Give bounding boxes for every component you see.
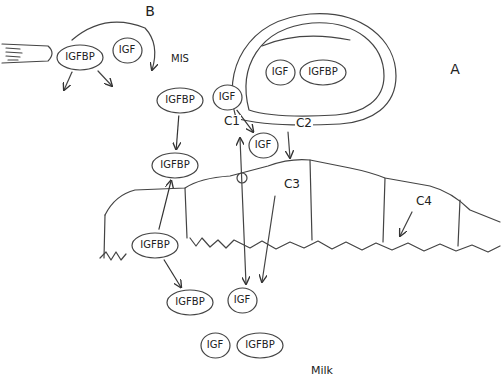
part-label: B	[144, 4, 156, 19]
oval-shape	[57, 45, 103, 70]
vesicle	[237, 173, 247, 183]
oval-shape	[237, 333, 283, 358]
flow-arrow	[176, 115, 179, 149]
part-label: A	[449, 62, 461, 77]
gland-lobe	[262, 36, 350, 46]
oval-shape	[213, 85, 242, 110]
transport-arrow	[288, 132, 290, 158]
flow-arrow	[159, 180, 171, 229]
molecule-oval: IGFBP	[156, 87, 204, 114]
molecule-name: IGF	[227, 294, 258, 306]
molecule-oval: IGF	[248, 132, 279, 159]
molecule-oval: IGF	[265, 59, 296, 86]
transport-arrow	[240, 138, 246, 284]
part-label: C3	[283, 178, 301, 191]
oval-shape	[167, 290, 213, 315]
molecule-name: IGFBP	[156, 94, 204, 106]
molecule-oval: IGF	[212, 84, 243, 111]
molecule-oval: IGF	[227, 287, 258, 314]
flow-arrow	[64, 72, 72, 90]
molecule-oval: IGFBP	[151, 152, 199, 179]
hand-lines	[6, 48, 22, 60]
oval-shape	[266, 60, 295, 85]
molecule-name: IGF	[112, 44, 143, 56]
gland-outline	[232, 14, 396, 125]
molecule-name: IGF	[200, 339, 231, 351]
part-label: Milk	[310, 365, 334, 377]
microvilli	[100, 252, 126, 260]
molecule-oval: IGF	[112, 37, 143, 64]
oval-shape	[228, 288, 257, 313]
oval-shape	[300, 60, 346, 85]
molecule-oval: IGFBP	[166, 289, 214, 316]
transport-arrow	[400, 212, 412, 236]
oval-shape	[152, 153, 198, 178]
oval-shape	[249, 133, 278, 158]
molecule-name: IGF	[248, 139, 279, 151]
molecule-name: IGF	[212, 91, 243, 103]
part-label: C4	[415, 195, 433, 208]
transport-arrow	[262, 196, 275, 282]
molecule-name: IGFBP	[236, 339, 284, 351]
molecule-oval: IGFBP	[236, 332, 284, 359]
flow-arrow	[164, 259, 181, 287]
epithelium-apical	[105, 160, 500, 222]
molecule-oval: IGFBP	[56, 44, 104, 71]
oval-shape	[132, 233, 178, 258]
molecule-name: IGFBP	[56, 51, 104, 63]
part-label: C1	[223, 115, 241, 128]
oval-shape	[113, 38, 142, 63]
molecule-name: IGFBP	[166, 296, 214, 308]
molecule-oval: IGFBP	[299, 59, 347, 86]
molecule-name: IGFBP	[299, 66, 347, 78]
oval-shape	[201, 333, 230, 358]
molecule-oval: IGFBP	[131, 232, 179, 259]
part-label: MIS	[170, 53, 190, 64]
gland-outline	[246, 23, 384, 116]
part-label: C2	[295, 117, 313, 130]
molecule-name: IGFBP	[131, 239, 179, 251]
molecule-name: IGFBP	[151, 159, 199, 171]
molecule-name: IGF	[265, 66, 296, 78]
molecule-oval: IGF	[200, 332, 231, 359]
oval-shape	[157, 88, 203, 113]
microvilli	[190, 238, 500, 252]
flow-arrow	[98, 71, 112, 86]
arm-outline	[2, 44, 52, 63]
